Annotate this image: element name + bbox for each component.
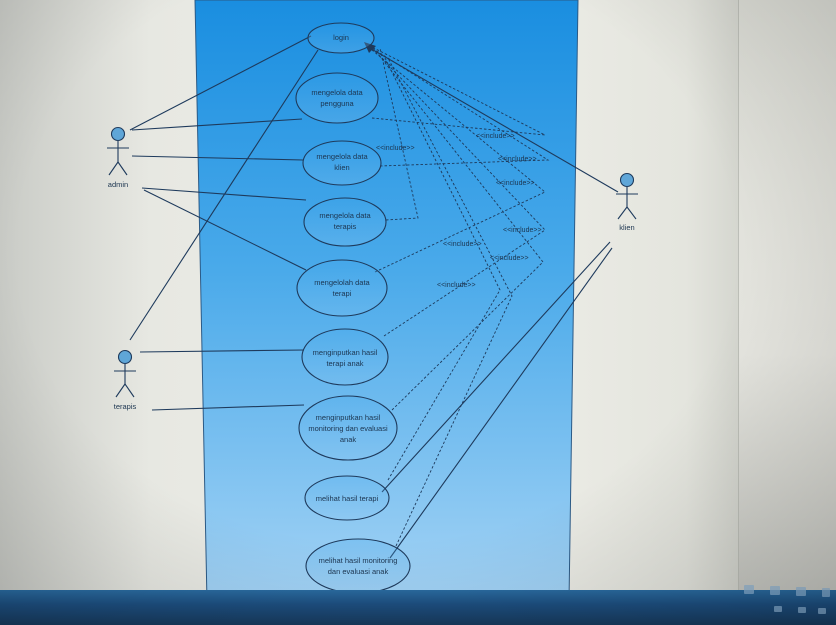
include-label-4: <<include>> — [496, 180, 535, 187]
assoc-terapis-hasil-terapi — [139, 349, 305, 353]
use-case-hasil-monitoring-label-1: menginputkan hasil — [316, 413, 381, 422]
include-label-8: <<include>> — [437, 282, 476, 289]
include-label-1: <<include>> — [476, 133, 515, 140]
use-case-hasil-monitoring-label-3: anak — [340, 435, 357, 444]
assoc-klien-lihat-monitoring — [389, 247, 613, 559]
include-line-monitoring — [377, 53, 544, 411]
assoc-terapis-login — [129, 49, 319, 341]
use-case-data-pengguna-label-2: pengguna — [320, 99, 354, 108]
assoc-admin-pengguna — [131, 118, 303, 131]
use-case-login-label: login — [333, 33, 349, 42]
tray-icon[interactable] — [818, 608, 826, 614]
use-case-lihat-monitoring: melihat hasil monitoring dan evaluasi an… — [305, 538, 411, 594]
use-case-data-terapis: mengelola data terapis — [303, 197, 387, 247]
include-label-7: <<include>> — [490, 255, 529, 262]
use-case-data-klien-label-1: mengelola data — [316, 152, 368, 161]
use-case-data-terapis-label-2: terapis — [334, 222, 357, 231]
use-cases: login mengelola data pengguna mengelola … — [295, 22, 411, 594]
tray-icon[interactable] — [796, 587, 806, 596]
use-case-data-terapi-label-2: terapi — [333, 289, 352, 298]
actor-terapis-label: terapis — [114, 402, 137, 411]
actor-admin-label: admin — [108, 180, 128, 189]
include-label-3: <<include>> — [498, 156, 537, 163]
assoc-klien-login — [367, 46, 619, 193]
use-case-login: login — [307, 22, 375, 54]
use-case-hasil-terapi-label-1: menginputkan hasil — [313, 348, 378, 357]
use-case-hasil-terapi: menginputkan hasil terapi anak — [301, 328, 389, 386]
assoc-admin-login — [129, 35, 312, 131]
use-case-data-pengguna: mengelola data pengguna — [295, 72, 379, 124]
include-label-5: <<include>> — [503, 227, 542, 234]
use-case-hasil-monitoring: menginputkan hasil monitoring dan evalua… — [298, 395, 398, 461]
assoc-admin-klien — [131, 155, 304, 161]
tray-icon[interactable] — [822, 588, 830, 597]
use-case-data-klien-label-2: klien — [334, 163, 349, 172]
include-line-hasil-terapi — [375, 51, 546, 337]
include-line-terapis — [379, 47, 419, 221]
use-case-lihat-monitoring-label-1: melihat hasil monitoring — [319, 556, 398, 565]
include-line-lihat-monitoring — [387, 57, 513, 547]
assoc-admin-terapi — [143, 189, 307, 271]
use-case-lihat-monitoring-label-2: dan evaluasi anak — [328, 567, 389, 576]
use-case-data-pengguna-label-1: mengelola data — [311, 88, 363, 97]
system-boundary — [194, 0, 579, 603]
include-label-6: <<include>> — [443, 241, 482, 248]
tray-icon[interactable] — [774, 606, 782, 612]
include-labels: <<include>> <<include>> <<include>> <<in… — [376, 133, 542, 289]
use-case-lihat-terapi-label: melihat hasil terapi — [316, 494, 379, 503]
assoc-klien-lihat-terapi — [381, 241, 611, 493]
actor-admin: admin — [107, 126, 129, 189]
association-lines — [129, 35, 619, 559]
use-case-data-terapi: mengelolah data terapi — [296, 259, 388, 317]
tray-icon[interactable] — [744, 585, 754, 594]
use-case-data-terapi-label-1: mengelolah data — [314, 278, 370, 287]
taskbar — [0, 585, 836, 625]
include-line-lihat-terapi — [383, 55, 501, 481]
use-case-hasil-monitoring-label-2: monitoring dan evaluasi — [308, 424, 388, 433]
side-panel — [738, 0, 836, 590]
actor-klien-label: klien — [619, 223, 634, 232]
tray-icon[interactable] — [798, 607, 806, 613]
tray-icon[interactable] — [770, 586, 780, 595]
use-case-data-klien: mengelola data klien — [302, 140, 382, 186]
use-case-hasil-terapi-label-2: terapi anak — [326, 359, 363, 368]
actor-klien: klien — [616, 172, 638, 232]
actor-terapis: terapis — [114, 349, 137, 411]
assoc-terapis-monitoring — [151, 404, 305, 411]
use-case-data-terapis-label-1: mengelola data — [319, 211, 371, 220]
include-line-klien — [371, 47, 550, 167]
include-label-2: <<include>> — [376, 145, 415, 152]
use-case-lihat-terapi: melihat hasil terapi — [304, 475, 390, 521]
include-lines — [369, 45, 550, 547]
